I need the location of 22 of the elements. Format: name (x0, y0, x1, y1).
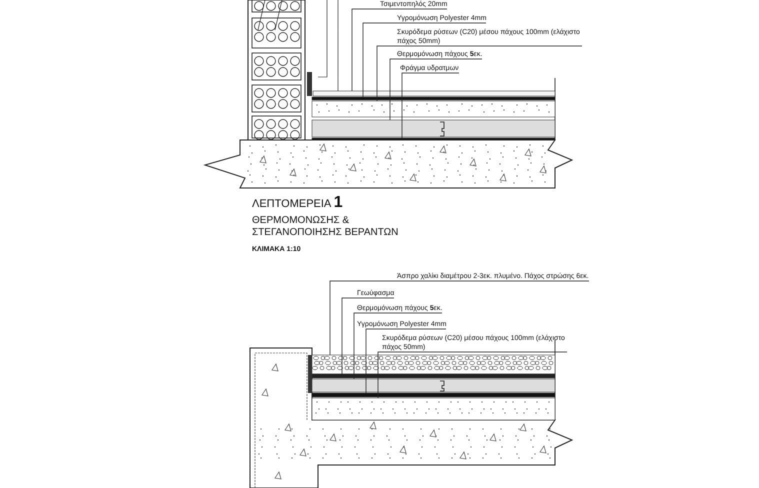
concrete-layer (312, 100, 556, 118)
leader-line (390, 58, 482, 120)
leader-line (376, 46, 582, 102)
membrane-layer (312, 96, 556, 100)
leader-line (362, 22, 486, 98)
leader-line (330, 280, 590, 356)
leader-line (402, 72, 460, 138)
concrete-layer (312, 398, 556, 420)
leader-line (366, 328, 446, 394)
insulation-layer (312, 120, 556, 138)
detail-subtitle: ΘΕΡΜΟΜΟΝΩΣΗΣ & ΣΤΕΓΑΝΟΠΟΙΗΣΗΣ ΒΕΡΑΝΤΩΝ (252, 215, 400, 239)
detail-title: ΛΕΠΤΟΜΕΡΕΙΑ 1 (252, 196, 343, 211)
membrane-layer (312, 392, 556, 398)
leader-line (378, 352, 568, 398)
gravel-layer (312, 354, 556, 374)
insulation-layer (312, 378, 556, 392)
vapour-barrier-layer (312, 138, 556, 140)
leader-line (342, 298, 394, 374)
leader-line (352, 8, 448, 92)
screed-layer (312, 90, 556, 96)
geotextile-layer (312, 374, 556, 378)
leader-line (354, 312, 442, 380)
